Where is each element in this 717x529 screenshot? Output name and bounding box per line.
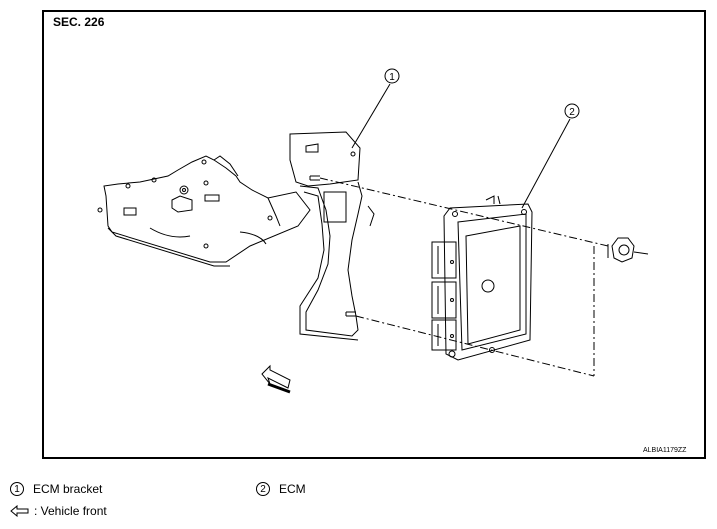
vehicle-front-arrow-icon	[10, 505, 29, 517]
legend-number-1: 1	[10, 482, 24, 496]
legend-item-2: 2 ECM	[256, 482, 306, 496]
callout-2-number: 2	[569, 107, 575, 118]
mounting-bracket	[97, 155, 311, 267]
legend-number-2: 2	[256, 482, 270, 496]
legend-label-1: ECM bracket	[33, 482, 103, 496]
vehicle-front-arrow	[261, 364, 291, 394]
nut	[607, 237, 649, 263]
legend-vehicle-front: : Vehicle front	[10, 504, 107, 518]
legend-item-1: 1 ECM bracket	[10, 482, 102, 496]
legend-label-2: ECM	[279, 482, 306, 496]
callout-1	[351, 68, 400, 149]
section-label: SEC. 226	[53, 15, 105, 29]
ecm-unit	[431, 195, 533, 361]
ecm-bracket	[289, 131, 375, 341]
image-code: ALBIA1179ZZ	[643, 447, 687, 454]
diagram-frame	[42, 10, 706, 459]
callout-2	[521, 103, 580, 209]
vehicle-front-label: : Vehicle front	[34, 504, 107, 518]
callout-1-number: 1	[389, 72, 395, 83]
assembly-lines	[319, 177, 609, 377]
